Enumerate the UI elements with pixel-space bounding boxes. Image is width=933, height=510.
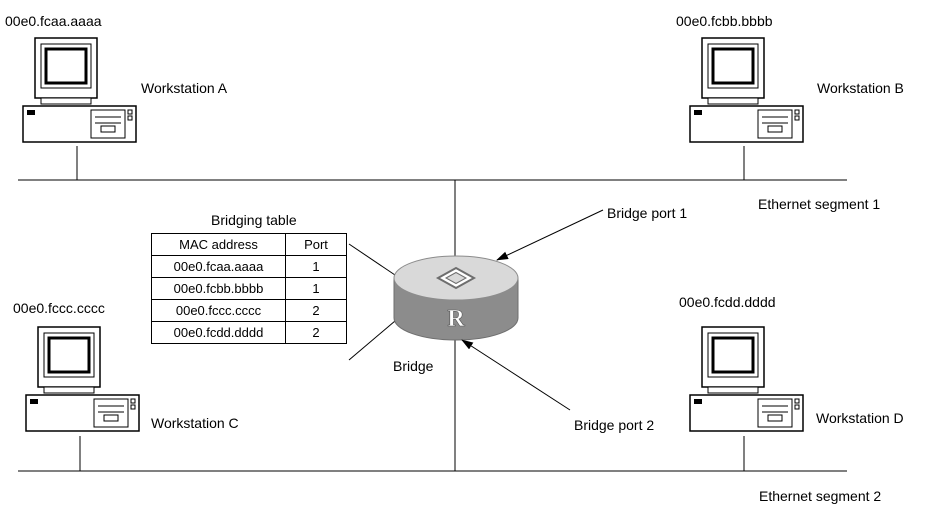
table-row: 00e0.fcaa.aaaa 1	[151, 255, 347, 278]
bridge-port-2-label: Bridge port 2	[574, 417, 655, 433]
workstation-a-mac: 00e0.fcaa.aaaa	[5, 13, 102, 29]
bridge-port-1-arrow	[496, 209, 604, 261]
table-cell-port: 2	[285, 299, 347, 322]
table-cell-port: 1	[285, 255, 347, 278]
router-letter: R	[447, 306, 465, 332]
workstation-d-computer-icon	[688, 325, 805, 433]
table-cell-mac: 00e0.fcaa.aaaa	[151, 255, 286, 278]
workstation-b-computer-icon	[688, 36, 805, 144]
table-row: 00e0.fcbb.bbbb 1	[151, 277, 347, 300]
table-header-row: MAC address Port	[151, 233, 347, 256]
workstation-c-mac: 00e0.fccc.cccc	[13, 300, 105, 316]
workstation-a-computer-icon	[21, 36, 138, 144]
table-cell-port: 2	[285, 321, 347, 344]
table-header-port: Port	[285, 233, 347, 256]
table-row: 00e0.fccc.cccc 2	[151, 299, 347, 322]
table-cell-mac: 00e0.fcdd.dddd	[151, 321, 286, 344]
workstation-c-computer-icon	[24, 325, 141, 433]
workstation-a-label: Workstation A	[141, 80, 228, 96]
bridge-port-1-label: Bridge port 1	[607, 205, 688, 221]
table-cell-mac: 00e0.fcbb.bbbb	[151, 277, 286, 300]
workstation-d-mac: 00e0.fcdd.dddd	[679, 294, 776, 310]
workstation-b-label: Workstation B	[817, 80, 904, 96]
table-cell-port: 1	[285, 277, 347, 300]
ethernet-segment-2-label: Ethernet segment 2	[759, 488, 882, 504]
workstation-c-label: Workstation C	[151, 415, 239, 431]
table-cell-mac: 00e0.fccc.cccc	[151, 299, 286, 322]
workstation-b-mac: 00e0.fcbb.bbbb	[676, 13, 773, 29]
router-icon: R	[393, 255, 519, 341]
bridging-table: MAC address Port 00e0.fcaa.aaaa 1 00e0.f…	[151, 233, 347, 344]
bridge-label: Bridge	[393, 358, 434, 374]
bridge-port-2-arrow	[461, 339, 571, 411]
bridging-table-title: Bridging table	[211, 212, 297, 228]
table-header-mac: MAC address	[151, 233, 286, 256]
table-row: 00e0.fcdd.dddd 2	[151, 321, 347, 344]
workstation-d-label: Workstation D	[816, 410, 904, 426]
ethernet-segment-1-label: Ethernet segment 1	[758, 196, 881, 212]
